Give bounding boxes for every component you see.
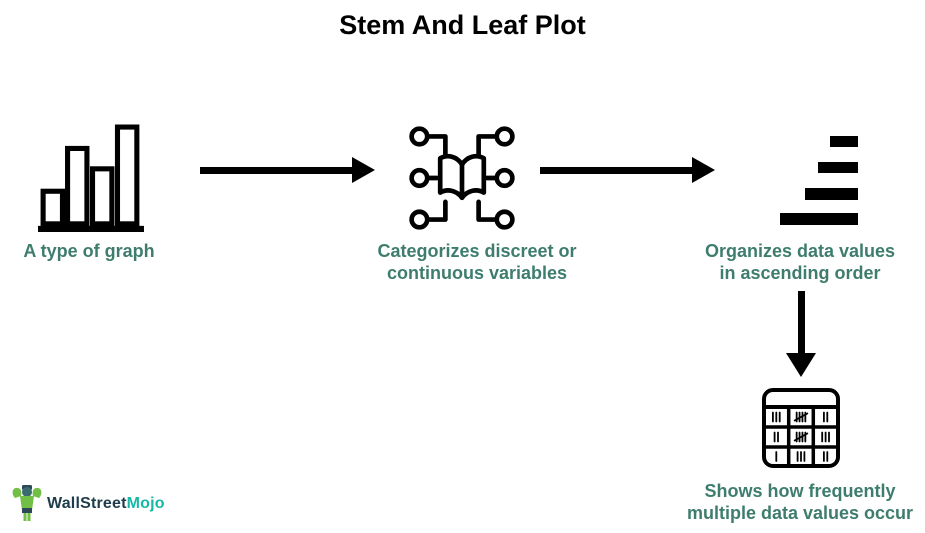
caption-type-of-graph: A type of graph (23, 241, 155, 261)
logo-mojo: Mojo (126, 495, 165, 512)
caption-categorizes: Categorizes discreet or continuous varia… (377, 241, 577, 283)
logo-text: WallStreetMojo (47, 495, 165, 513)
bar-chart-icon (38, 124, 144, 237)
page-title: Stem And Leaf Plot (339, 10, 586, 40)
arrow-down (786, 291, 816, 377)
arrow-right-1 (200, 157, 375, 183)
tally-table-icon (762, 388, 840, 473)
arrow-right-2 (540, 157, 715, 183)
mascot-icon (10, 484, 44, 524)
caption-frequency: Shows how frequently multiple data value… (686, 481, 914, 523)
sorted-bars-icon (780, 136, 858, 230)
tally-marks (771, 411, 830, 462)
caption-organizes: Organizes data values in ascending order (704, 241, 896, 283)
book-network-icon (408, 124, 516, 237)
wallstreetmojo-logo[interactable]: WallStreetMojo (10, 484, 165, 524)
logo-wallstreet: WallStreet (47, 495, 127, 512)
